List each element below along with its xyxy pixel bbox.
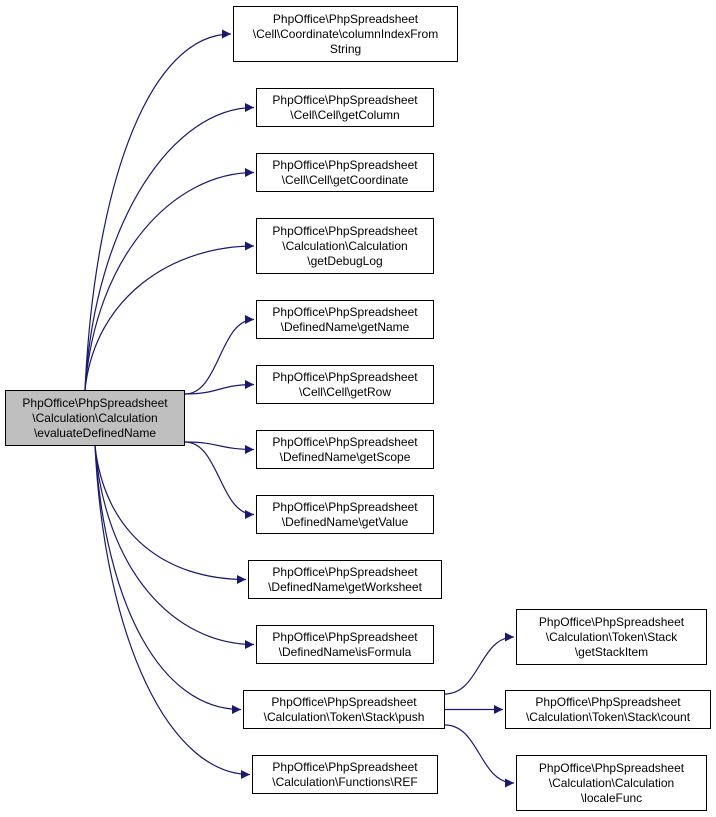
edge-push-to-getStackItem xyxy=(444,632,515,695)
node-label-line: PhpOffice\PhpSpreadsheet xyxy=(538,614,685,629)
node-get-scope[interactable]: PhpOffice\PhpSpreadsheet \DefinedName\ge… xyxy=(256,430,434,469)
node-label-line: PhpOffice\PhpSpreadsheet xyxy=(272,499,418,514)
node-label-line: PhpOffice\PhpSpreadsheet xyxy=(535,694,681,709)
node-label-line: PhpOffice\PhpSpreadsheet xyxy=(272,434,418,449)
node-get-coordinate[interactable]: PhpOffice\PhpSpreadsheet \Cell\Cell\getC… xyxy=(256,153,434,192)
node-label-line: \DefinedName\isFormula xyxy=(278,644,412,659)
node-label-line: \Calculation\Calculation xyxy=(32,410,158,425)
node-column-index-from-string[interactable]: PhpOffice\PhpSpreadsheet \Cell\Coordinat… xyxy=(233,6,458,62)
node-label-line: \localeFunc xyxy=(580,790,643,805)
edge-push-to-localeFunc xyxy=(444,724,515,788)
node-get-value[interactable]: PhpOffice\PhpSpreadsheet \DefinedName\ge… xyxy=(256,495,434,534)
node-label-line: PhpOffice\PhpSpreadsheet xyxy=(272,304,418,319)
node-label-line: \DefinedName\getValue xyxy=(281,514,409,529)
node-label-line: PhpOffice\PhpSpreadsheet xyxy=(272,157,418,172)
node-label-line: \Cell\Coordinate\columnIndexFrom xyxy=(252,26,439,41)
node-label-line: \evaluateDefinedName xyxy=(33,425,157,440)
node-label-line: \DefinedName\getName xyxy=(280,319,410,334)
edge-evaluateDefinedName-to-push xyxy=(94,445,242,714)
node-label-line: PhpOffice\PhpSpreadsheet xyxy=(272,92,418,107)
node-label-line: \Calculation\Functions\REF xyxy=(272,774,418,789)
node-label-line: PhpOffice\PhpSpreadsheet xyxy=(272,564,418,579)
node-label-line: \Calculation\Token\Stack xyxy=(545,629,678,644)
edge-evaluateDefinedName-to-getWorksheet xyxy=(94,445,247,584)
node-label-line: PhpOffice\PhpSpreadsheet xyxy=(272,369,418,384)
node-label-line: \Calculation\Token\Stack\push xyxy=(263,709,425,724)
node-label-line: \Cell\Cell\getCoordinate xyxy=(281,172,409,187)
node-label-line: PhpOffice\PhpSpreadsheet xyxy=(22,395,168,410)
node-count[interactable]: PhpOffice\PhpSpreadsheet \Calculation\To… xyxy=(505,690,711,729)
node-label-line: \getDebugLog xyxy=(307,253,383,268)
edge-evaluateDefinedName-to-getCoordinate xyxy=(84,168,255,391)
node-get-debug-log[interactable]: PhpOffice\PhpSpreadsheet \Calculation\Ca… xyxy=(256,218,434,274)
edge-evaluateDefinedName-to-getDebugLog xyxy=(84,241,255,391)
node-get-worksheet[interactable]: PhpOffice\PhpSpreadsheet \DefinedName\ge… xyxy=(248,560,442,599)
node-label-line: PhpOffice\PhpSpreadsheet xyxy=(271,694,417,709)
node-label-line: \DefinedName\getWorksheet xyxy=(268,579,422,594)
edge-evaluateDefinedName-to-getName xyxy=(184,315,255,395)
node-get-name[interactable]: PhpOffice\PhpSpreadsheet \DefinedName\ge… xyxy=(256,300,434,339)
edge-evaluateDefinedName-to-isFormula xyxy=(94,445,255,649)
node-evaluate-defined-name[interactable]: PhpOffice\PhpSpreadsheet \Calculation\Ca… xyxy=(5,390,185,446)
node-label-line: \Cell\Cell\getRow xyxy=(298,384,392,399)
node-label-line: String xyxy=(329,41,362,56)
node-label-line: PhpOffice\PhpSpreadsheet xyxy=(272,11,419,26)
node-label-line: PhpOffice\PhpSpreadsheet xyxy=(538,760,685,775)
node-ref[interactable]: PhpOffice\PhpSpreadsheet \Calculation\Fu… xyxy=(252,755,438,794)
node-get-stack-item[interactable]: PhpOffice\PhpSpreadsheet \Calculation\To… xyxy=(516,609,707,665)
node-label-line: \Calculation\Calculation xyxy=(282,238,408,253)
edge-evaluateDefinedName-to-columnIndexFromString xyxy=(84,29,232,391)
edge-evaluateDefinedName-to-getColumn xyxy=(84,103,255,391)
node-label-line: PhpOffice\PhpSpreadsheet xyxy=(272,759,418,774)
node-label-line: \getStackItem xyxy=(574,644,649,659)
node-locale-func[interactable]: PhpOffice\PhpSpreadsheet \Calculation\Ca… xyxy=(516,755,707,811)
edge-evaluateDefinedName-to-REF xyxy=(94,445,251,779)
node-is-formula[interactable]: PhpOffice\PhpSpreadsheet \DefinedName\is… xyxy=(256,625,434,664)
node-get-column[interactable]: PhpOffice\PhpSpreadsheet \Cell\Cell\getC… xyxy=(256,88,434,127)
node-label-line: \Calculation\Calculation xyxy=(548,775,675,790)
node-push[interactable]: PhpOffice\PhpSpreadsheet \Calculation\To… xyxy=(243,690,445,729)
node-label-line: PhpOffice\PhpSpreadsheet xyxy=(272,629,418,644)
node-label-line: \DefinedName\getScope xyxy=(279,449,411,464)
edge-evaluateDefinedName-to-getRow xyxy=(184,380,255,395)
node-label-line: \Cell\Cell\getColumn xyxy=(290,107,400,122)
node-label-line: \Calculation\Token\Stack\count xyxy=(525,709,691,724)
edge-evaluateDefinedName-to-getScope xyxy=(184,441,255,454)
node-get-row[interactable]: PhpOffice\PhpSpreadsheet \Cell\Cell\getR… xyxy=(256,365,434,404)
edge-evaluateDefinedName-to-getValue xyxy=(184,441,255,519)
node-label-line: PhpOffice\PhpSpreadsheet xyxy=(272,223,418,238)
